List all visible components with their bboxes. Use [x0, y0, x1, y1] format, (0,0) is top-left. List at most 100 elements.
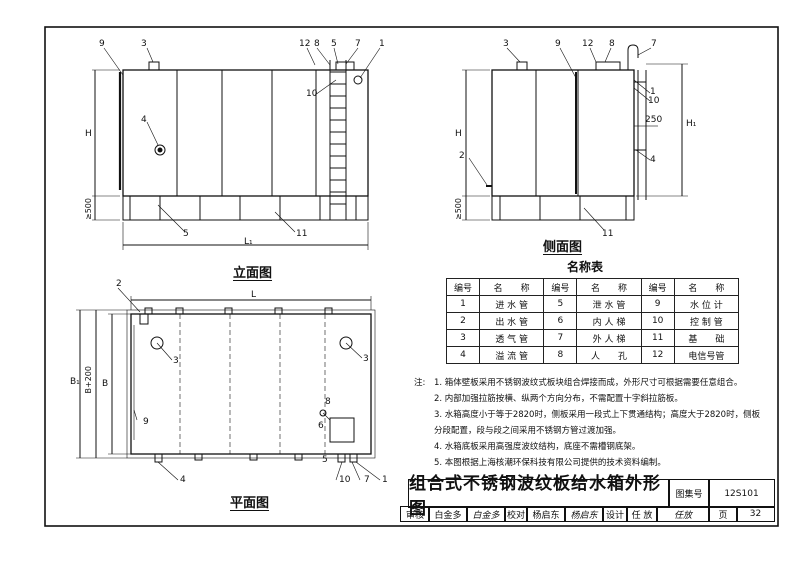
table-cell: 5 [543, 295, 578, 313]
plan-dim-b200: B+200 [84, 366, 93, 394]
page-label: 页 [708, 506, 738, 522]
callout: 2 [116, 279, 122, 289]
elevation-view-title: 立面图 [233, 266, 273, 281]
side-dim-min500: ≥500 [454, 198, 463, 220]
note-item: 2. 内部加强拉筋按横、纵两个方向分布，不需配置十字斜拉筋板。 [434, 394, 683, 404]
table-cell: 4 [445, 346, 481, 364]
callout: 12 [582, 39, 594, 49]
side-dim-250: 250 [645, 115, 663, 125]
table-cell: 透 气 管 [479, 329, 545, 347]
table-cell: 8 [543, 346, 578, 364]
callout: 4 [650, 155, 656, 165]
table-row: 1 进 水 管 5 泄 水 管 9 水 位 计 [445, 295, 740, 313]
atlas-number: 12S101 [708, 479, 775, 508]
checker-name: 杨启东 [526, 506, 566, 522]
elevation-dim-min500: ≥500 [84, 198, 93, 220]
review-label: 审核 [400, 506, 430, 522]
callout: 8 [314, 39, 320, 49]
callout: 7 [364, 475, 370, 485]
table-header: 编号 [640, 278, 675, 296]
table-cell: 外 人 梯 [576, 329, 642, 347]
callout: 2 [459, 151, 465, 161]
plan-dim-b1: B₁ [70, 377, 80, 387]
callout: 8 [609, 39, 615, 49]
table-cell: 2 [445, 312, 481, 330]
table-cell: 内 人 梯 [576, 312, 642, 330]
callout: 9 [143, 417, 149, 427]
table-header: 名 称 [576, 278, 642, 296]
callout: 3 [503, 39, 509, 49]
elevation-dim-l1: L₁ [244, 237, 253, 247]
name-table: 编号 名 称 编号 名 称 编号 名 称 1 进 水 管 5 泄 水 管 9 水… [445, 278, 740, 364]
callout: 10 [648, 96, 660, 106]
table-cell: 出 水 管 [479, 312, 545, 330]
elevation-dim-h: H [85, 129, 92, 139]
table-row: 2 出 水 管 6 内 人 梯 10 控 制 管 [445, 312, 740, 330]
note-item: 分段配置，段与段之间采用不锈钢方管过渡加强。 [434, 426, 622, 436]
plan-view-title: 平面图 [230, 496, 270, 511]
table-row: 4 溢 流 管 8 人 孔 12 电信号管 [445, 346, 740, 364]
check-label: 校对 [504, 506, 528, 522]
note-item: 4. 水箱底板采用高强度波纹结构，底座不需槽钢底架。 [434, 442, 641, 452]
side-view [462, 44, 688, 231]
callout: 6 [318, 421, 324, 431]
table-header: 编号 [445, 278, 481, 296]
designer-signature: 任放 [656, 506, 710, 522]
designer-name: 任 放 [626, 506, 658, 522]
table-cell: 11 [640, 329, 675, 347]
table-row: 3 透 气 管 7 外 人 梯 11 基 础 [445, 329, 740, 347]
table-cell: 3 [445, 329, 481, 347]
elevation-foundation [122, 195, 369, 221]
table-cell: 12 [640, 346, 675, 364]
table-cell: 6 [543, 312, 578, 330]
callout: 5 [183, 229, 189, 239]
table-header: 名 称 [479, 278, 545, 296]
table-cell: 溢 流 管 [479, 346, 545, 364]
table-cell: 控 制 管 [673, 312, 740, 330]
table-cell: 电信号管 [673, 346, 740, 364]
side-view-title: 侧面图 [543, 240, 583, 255]
checker-signature: 杨启东 [564, 506, 604, 522]
name-table-title: 名称表 [567, 260, 604, 274]
notes: 注:1. 箱体壁板采用不锈钢波纹式板块组合焊接而成，外形尺寸可根据需要任意组合。… [414, 375, 764, 471]
table-cell: 水 位 计 [673, 295, 740, 313]
table-cell: 7 [543, 329, 578, 347]
notes-prefix: 注: [414, 378, 426, 388]
callout: 3 [363, 354, 369, 364]
callout: 7 [355, 39, 361, 49]
callout: 9 [99, 39, 105, 49]
table-header: 名 称 [673, 278, 740, 296]
side-dim-h: H [455, 129, 462, 139]
callout: 10 [306, 89, 318, 99]
callout: 4 [180, 475, 186, 485]
table-header-row: 编号 名 称 编号 名 称 编号 名 称 [445, 278, 740, 296]
table-cell: 1 [445, 295, 481, 313]
plan-tank-outline [130, 313, 372, 455]
callout: 7 [651, 39, 657, 49]
callout: 1 [382, 475, 388, 485]
callout: 3 [173, 356, 179, 366]
table-cell: 泄 水 管 [576, 295, 642, 313]
reviewer-name: 白金多 [428, 506, 468, 522]
callout: 12 [299, 39, 311, 49]
callout: 5 [331, 39, 337, 49]
callout: 1 [650, 87, 656, 97]
callout: 3 [141, 39, 147, 49]
table-cell: 基 础 [673, 329, 740, 347]
side-dim-h1: H₁ [686, 119, 697, 129]
callout: 8 [325, 397, 331, 407]
reviewer-signature: 白金多 [466, 506, 506, 522]
plan-manhole [329, 417, 355, 443]
callout: 11 [296, 229, 308, 239]
elevation-view [92, 47, 381, 250]
design-label: 设计 [602, 506, 628, 522]
table-cell: 9 [640, 295, 675, 313]
callout: 9 [555, 39, 561, 49]
side-tank-body [491, 69, 635, 197]
atlas-label: 图集号 [668, 479, 710, 508]
table-cell: 人 孔 [576, 346, 642, 364]
sheet-border [44, 26, 779, 527]
table-cell: 进 水 管 [479, 295, 545, 313]
callout: 1 [379, 39, 385, 49]
